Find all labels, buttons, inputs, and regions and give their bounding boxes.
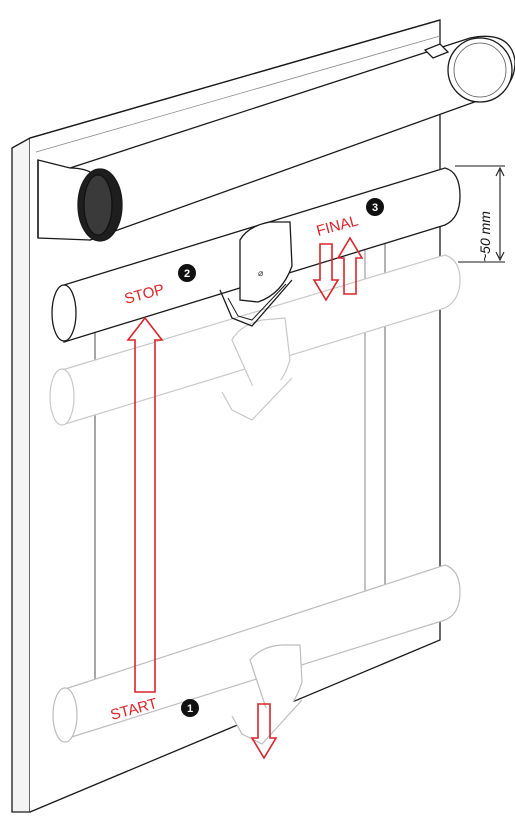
step-2-badge [178,264,196,282]
step-2-number: 2 [184,268,190,280]
final-up-arrow [336,236,364,295]
step-3-badge [366,198,384,216]
step-1-badge [181,699,199,717]
measurement-label: ~50 mm [477,211,493,262]
step-1-number: 1 [187,703,193,715]
start-down-arrow [250,703,278,760]
stop-bottom-bar: ⌀ [51,167,461,343]
ghost-bottom-bar-middle [49,254,461,426]
long-up-arrow [126,316,164,693]
arrows [126,236,364,760]
svg-text:⌀: ⌀ [258,269,264,279]
measurement-indicator: ~50 mm [455,165,505,263]
final-down-arrow [312,243,340,302]
start-bottom-bar [52,564,461,745]
roller-cassette [37,35,515,242]
step-3-number: 3 [372,202,378,214]
